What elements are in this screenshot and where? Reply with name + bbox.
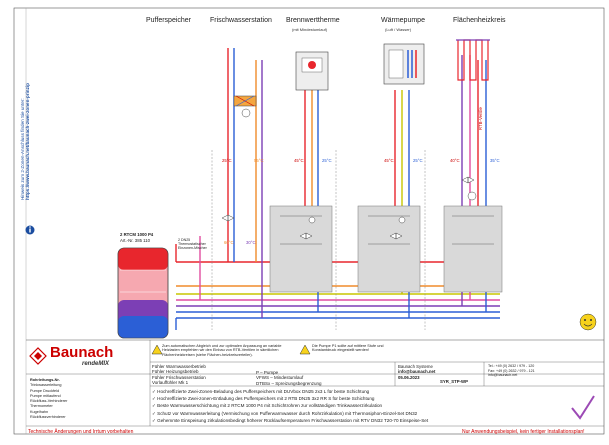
temp-label: 60°C <box>224 240 234 245</box>
warning-icon-2 <box>299 344 311 355</box>
temp-label: 35°C <box>490 158 500 163</box>
banner-note: Zum automatischen Abgleich und zur optim… <box>162 344 282 357</box>
temp-label: 40°C <box>450 158 460 163</box>
temp-label: 45°C <box>294 158 304 163</box>
contact-tel: Tel.: +49 (0) 2632 / 979 - 120 <box>488 364 535 368</box>
drawing-number: SYR_STP-WP <box>440 379 468 384</box>
sensor-item: Fühler Warmwasserbetrieb <box>152 364 206 369</box>
temp-label: 55°C <box>254 158 264 163</box>
legend-item: P – Pumpe <box>256 370 279 375</box>
contact-block: Baunach Systeme info@baunach.net 05.06.2… <box>398 364 435 380</box>
pump-note: Die Pumpe P1 sollte auf mittlere Stufe u… <box>312 344 384 353</box>
contact-email[interactable]: info@baunach.net <box>398 369 436 375</box>
feature-item: ✓ Beste Warmwasserschichtung mit 2 RTCM … <box>152 403 383 409</box>
pipe-legend-item: Pumpe Druckfeld <box>30 388 60 393</box>
frischwasser-exchanger <box>233 95 257 118</box>
floor-heating-loop <box>456 39 490 81</box>
heading-waermepumpe: Wärmepumpe <box>381 17 425 24</box>
heading-flaechenheiz: Flächenheizkreis <box>453 17 506 24</box>
dashed-control-lines <box>211 150 426 330</box>
waermepumpe-unit <box>383 43 425 85</box>
equipment-details <box>280 215 494 245</box>
footer-left: Technische Änderungen und Irrtum vorbeha… <box>28 429 134 435</box>
feature-item: ✓ Hochreffizierte Zwei-zonen-Entladung d… <box>152 396 375 402</box>
contact-mail[interactable]: info@baunach.net <box>488 373 518 378</box>
sensor-item: Fühler Frischwasserstation <box>152 374 206 380</box>
temp-label: 30°C <box>246 240 256 245</box>
pipe-legend-item: Kugelhahn <box>30 409 49 414</box>
logo-sub: rendeMIX <box>82 361 110 367</box>
equipment-boxes <box>269 205 503 293</box>
info-icon <box>25 225 35 235</box>
heading-pufferspeicher: Pufferspeicher <box>146 17 192 24</box>
sensor-list: Fühler Warmwasserbetrieb Fühler Heizungs… <box>152 364 206 385</box>
pipe-legend-item: Thermometer <box>30 404 53 409</box>
valves <box>221 176 477 240</box>
pipe-network <box>175 48 500 330</box>
puffer-note: Art.-Nr. 385 110 <box>120 238 151 243</box>
pipe-legend: Rohrleitungs-Nr. Trinkwasserleitung Pump… <box>30 378 67 420</box>
feature-list: ✓ Hochreffizierte Zwei-Zonen-Beladung de… <box>152 388 567 424</box>
subheading-waermepumpe: (Luft / Wasser) <box>385 27 412 32</box>
baunach-logo-mark <box>29 347 47 365</box>
temp-label: 25°C <box>322 158 332 163</box>
sensor-item: Vorlauffühler Mk 1 <box>152 379 189 385</box>
contact-fax: Fax: +49 (0) 2632 / 979 - 121 <box>488 368 535 373</box>
footer-right: Nur Anwendungsbeispiel, kein fertiger In… <box>462 429 585 435</box>
drawing-date: 05.06.2023 <box>398 374 420 380</box>
legend-item: VFWS – Mindestumlauf <box>256 375 304 381</box>
company-name: Baunach Systeme <box>398 364 433 369</box>
logo-name: Baunach <box>50 344 114 361</box>
smiley-icon <box>579 313 597 331</box>
puffer-tank <box>117 247 169 339</box>
side-note: Hinweis zum 2-Zonen-Anschluss finden Sie… <box>20 83 30 200</box>
temp-label: 25°C <box>413 158 423 163</box>
pipe-legend-item: Rückflussverhinderer <box>30 415 66 420</box>
legend-item: DTBSx – Spreizungsbegrenzung <box>256 380 322 386</box>
heading-brennwert: Brennwerttherme <box>286 17 340 24</box>
temp-label: 45°C <box>384 158 394 163</box>
feature-item: ✓ Gehemmte Einspeisung zirkulationsbedin… <box>152 417 429 423</box>
valve-label: 2 DN25 Thermostatischer Einzonen-Mischer <box>178 238 207 250</box>
sensor-item: Fühler Heizungsbetrieb <box>152 369 199 375</box>
heading-frischwasser: Frischwasserstation <box>210 17 272 24</box>
mixer-label: RTB-Ventile <box>478 107 483 130</box>
feature-item: ✓ Hochreffizierte Zwei-Zonen-Beladung de… <box>152 389 370 394</box>
symbol-legend: P – Pumpe VFWS – Mindestumlauf DTBSx – S… <box>256 370 322 386</box>
pipe-legend-item: Pumpe mitlaufend <box>30 393 61 398</box>
puffer-label: 2 RTCM 1000 P4 <box>120 232 154 237</box>
subheading-brennwert: (mit Mindestumlauf) <box>292 27 328 32</box>
brennwert-unit <box>295 51 329 91</box>
pipe-legend-title: Rohrleitungs-Nr. <box>30 378 60 382</box>
side-note-link[interactable]: https://www.baunach.net/baunach-zwei-zon… <box>25 83 30 200</box>
check-icon <box>571 395 595 420</box>
pipe-legend-item: Rückfluss-Verhinderer <box>30 399 68 404</box>
warning-icon <box>151 344 163 355</box>
temp-label: 25°C <box>222 158 232 163</box>
feature-item: ✓ Schutz vor Warmwasserleitung (Vermisch… <box>152 410 418 416</box>
pipe-legend-item: Trinkwasserleitung <box>30 383 62 388</box>
contact-details: Tel.: +49 (0) 2632 / 979 - 120 Fax: +49 … <box>488 364 535 378</box>
